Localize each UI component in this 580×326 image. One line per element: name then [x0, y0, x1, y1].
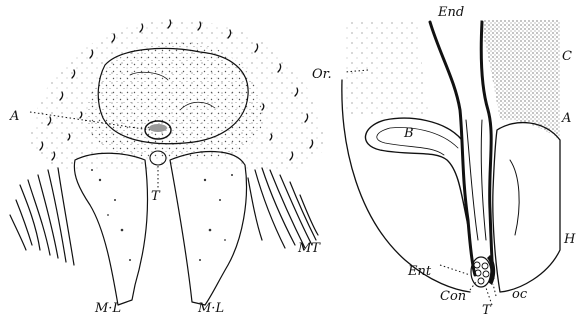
label-t-right: T [482, 303, 492, 318]
cavity-shading [149, 124, 167, 132]
label-mt: MT [297, 241, 321, 256]
oc-structure [487, 255, 495, 285]
label-h: H [563, 232, 576, 247]
label-ml-right: M·L [197, 301, 224, 316]
h-body-fold [510, 160, 519, 235]
label-a-right: A [561, 111, 571, 126]
left-tissue [345, 20, 430, 115]
right-panel: End Or. C B A H Ent Con oc T [312, 5, 576, 318]
label-ml-left: M·L [94, 301, 121, 316]
label-con: Con [440, 289, 466, 304]
pouch-b [365, 118, 470, 235]
label-end: End [437, 5, 464, 20]
tentacle-fringe-right [248, 168, 318, 248]
leader-ent [440, 265, 470, 275]
label-c: C [562, 49, 572, 64]
left-panel: A T M·L M·L MT [9, 20, 325, 316]
label-or: Or. [312, 67, 332, 82]
end-tube-inner-2 [481, 120, 486, 240]
leader-con [470, 282, 476, 290]
label-t: T [151, 189, 161, 204]
ml-lobe-right [170, 152, 246, 305]
tentacle-fringe-left [10, 168, 74, 265]
label-oc: oc [512, 287, 528, 302]
lobe-dots [91, 169, 233, 261]
leader-oc [493, 284, 496, 296]
label-a: A [9, 109, 19, 124]
label-ent: Ent [407, 264, 432, 279]
leader-t-right [485, 285, 492, 305]
h-body [493, 123, 560, 292]
con-cells [474, 262, 489, 284]
label-b: B [403, 126, 414, 141]
ml-lobe-left [74, 153, 147, 305]
